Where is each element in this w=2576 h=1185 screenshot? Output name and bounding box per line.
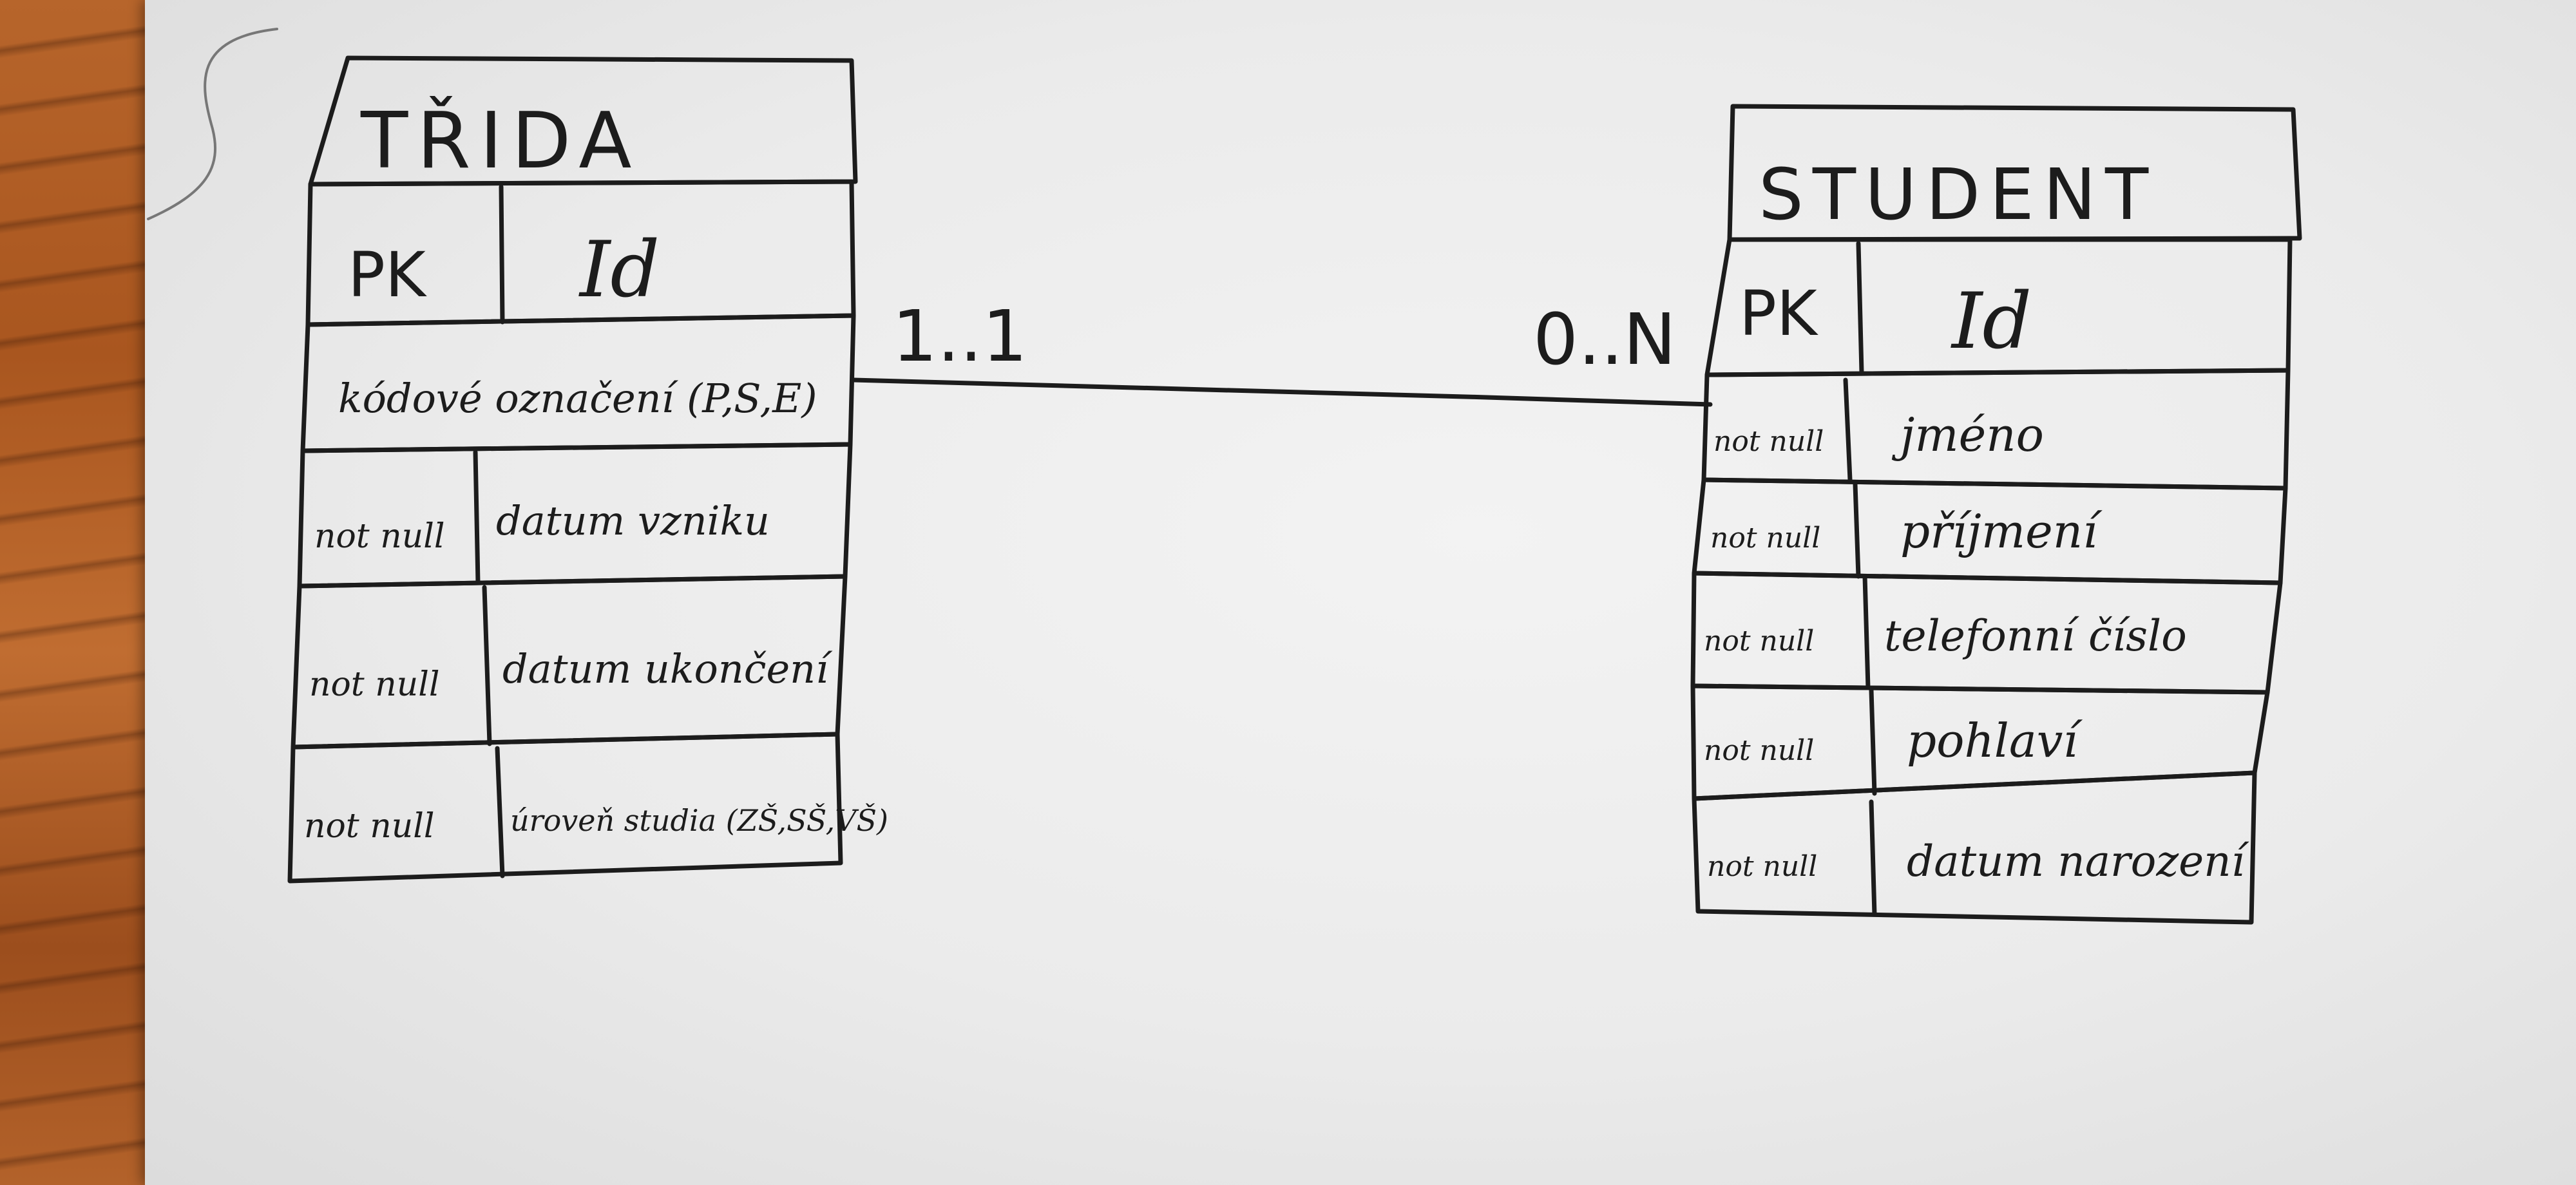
entity-trida[interactable]: TŘIDA PK Id kódové označení (P,S,E) not …	[287, 55, 888, 884]
trida-row-4-field: úroveň studia (ZŠ,SŠ,VŠ)	[510, 802, 888, 838]
relationship-line	[851, 377, 1713, 407]
trida-row-1-field: kódové označení (P,S,E)	[338, 375, 817, 422]
student-row-1-divider	[1843, 377, 1853, 482]
trida-pk-divider	[499, 184, 505, 325]
student-pk-field: Id	[1951, 277, 2032, 366]
trida-pk-label: PK	[348, 239, 427, 311]
trida-row-3-constraint: not null	[309, 665, 439, 704]
trida-row-4-constraint: not null	[304, 807, 434, 846]
trida-title-box	[308, 55, 858, 187]
trida-title: TŘIDA	[360, 96, 640, 186]
student-row-5-field: datum narození	[1907, 837, 2250, 886]
student-row-5-divider	[1869, 799, 1877, 917]
student-row-3-field: telefonní číslo	[1884, 611, 2187, 661]
left-cardinality: 1..1	[892, 295, 1027, 377]
student-pk-label: PK	[1739, 278, 1818, 350]
student-row-2-field: příjmení	[1900, 504, 2103, 558]
trida-row-2-constraint: not null	[314, 517, 444, 556]
trida-pk-field: Id	[578, 225, 660, 315]
student-row-2-constraint: not null	[1710, 522, 1820, 555]
trida-row-4-divider	[495, 746, 505, 878]
trida-row-2-field: datum vzniku	[496, 497, 770, 544]
student-pk-divider	[1856, 241, 1864, 375]
student-title: STUDENT	[1759, 153, 2157, 236]
student-row-2-divider	[1853, 482, 1861, 579]
student-row-1-field: jméno	[1891, 408, 2044, 462]
trida-row-4-box	[287, 732, 843, 884]
student-row-3-constraint: not null	[1704, 625, 1814, 658]
student-row-5-box	[1692, 770, 2257, 925]
paper-curl-mark	[147, 28, 278, 220]
student-row-4-divider	[1869, 688, 1877, 796]
right-cardinality: 0..N	[1533, 298, 1676, 381]
student-row-3-divider	[1862, 574, 1871, 690]
trida-row-3-field: datum ukončení	[502, 645, 833, 692]
trida-row-3-divider	[482, 585, 492, 746]
trida-row-2-divider	[473, 450, 481, 585]
student-row-4-field: pohlaví	[1907, 714, 2083, 768]
student-row-1-constraint: not null	[1713, 425, 1824, 458]
student-title-box	[1727, 104, 2302, 242]
wooden-table	[0, 0, 167, 1185]
paper-sheet	[145, 0, 2576, 1185]
entity-student[interactable]: STUDENT PK Id not null jméno not null př…	[1690, 104, 2302, 925]
student-row-4-constraint: not null	[1704, 734, 1814, 767]
student-row-5-constraint: not null	[1707, 850, 1817, 883]
